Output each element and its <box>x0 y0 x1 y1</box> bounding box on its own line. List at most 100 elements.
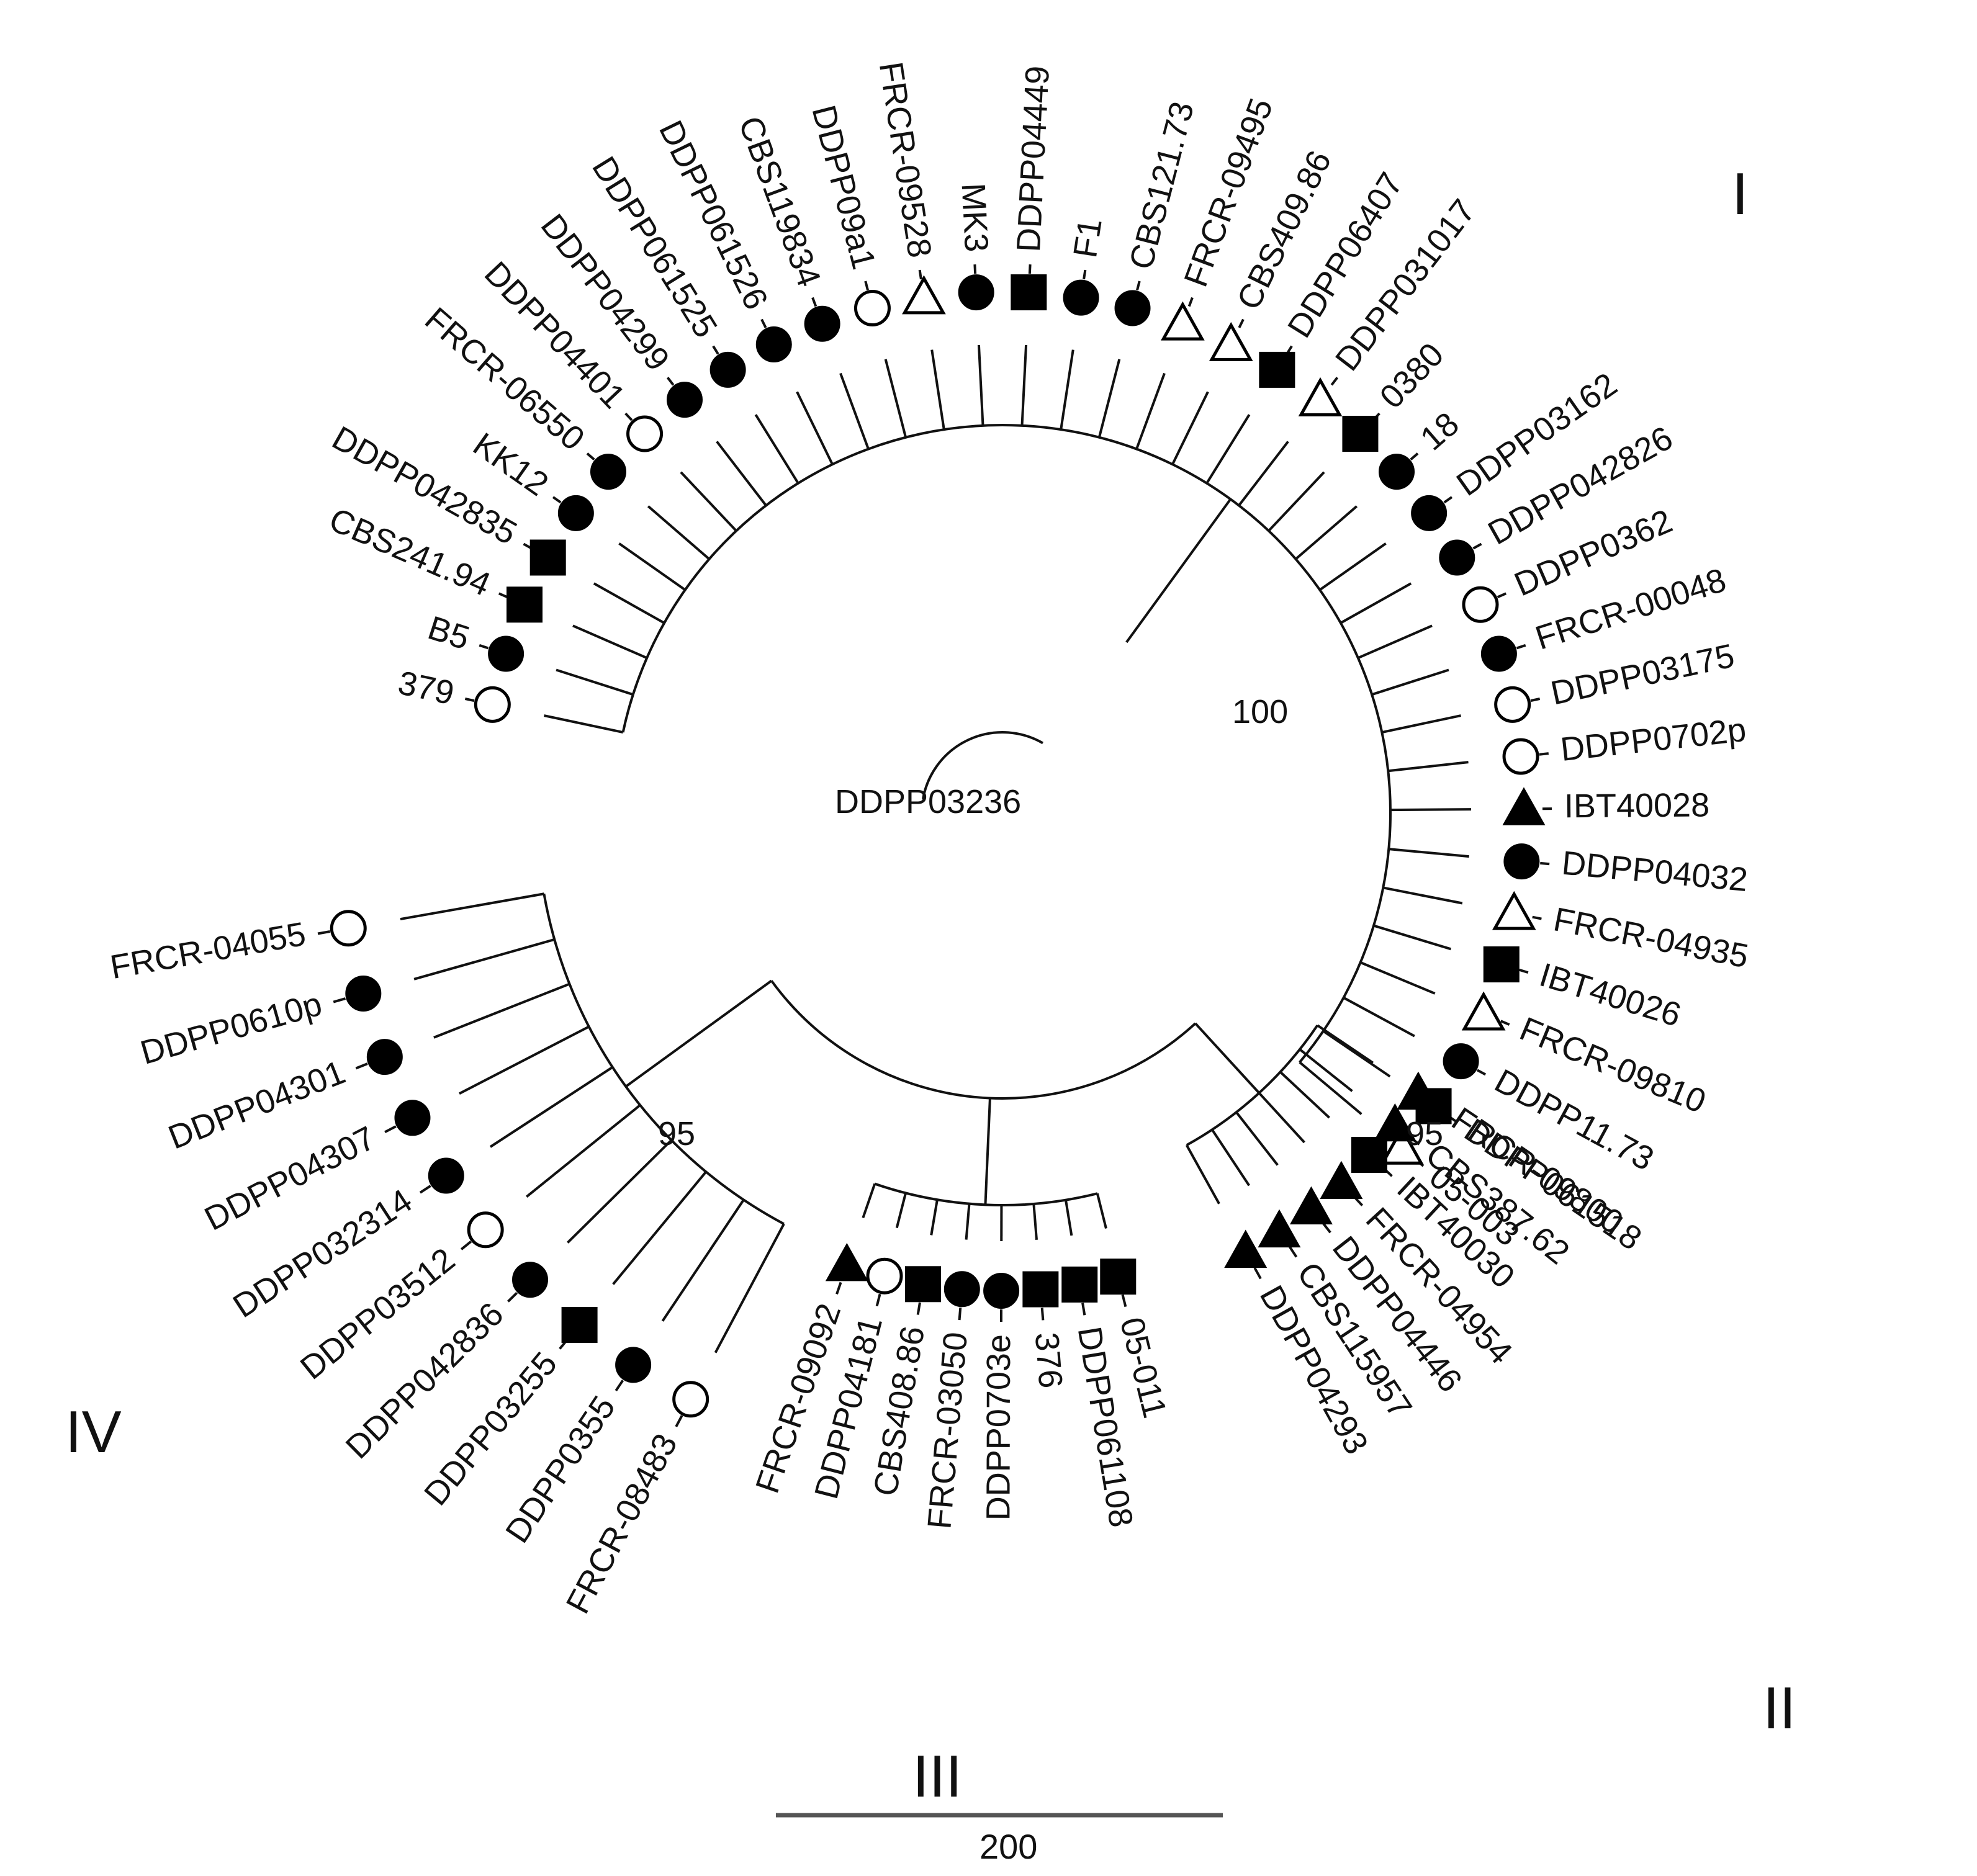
filled-square-marker <box>506 586 543 623</box>
open-triangle-marker <box>1209 321 1253 361</box>
filled-square-marker <box>904 1266 941 1303</box>
terminal-branch <box>1065 1200 1073 1236</box>
terminal-branch <box>544 714 624 734</box>
filled-circle-marker <box>428 1157 464 1194</box>
leader-line <box>1516 644 1526 650</box>
leader-line <box>1136 281 1141 290</box>
open-circle-marker <box>1494 686 1531 723</box>
leader-line <box>1081 1303 1086 1316</box>
leader-line <box>1540 861 1550 866</box>
open-circle-marker <box>330 910 367 947</box>
leader-line <box>1330 377 1339 386</box>
terminal-branch <box>1258 1092 1305 1144</box>
terminal-branch <box>1238 441 1289 506</box>
taxon-label: B5 <box>423 609 474 657</box>
filled-triangle-marker <box>1258 1209 1301 1248</box>
leader-line <box>1288 1245 1298 1258</box>
filled-circle-marker <box>983 1272 1020 1309</box>
terminal-branch <box>459 1025 590 1095</box>
filled-circle-marker <box>804 305 840 342</box>
terminal-branch <box>1060 349 1074 430</box>
internal-branch-III <box>984 1098 991 1205</box>
leader-line <box>384 1125 397 1134</box>
terminal-branch <box>1205 414 1251 484</box>
filled-triangle-marker <box>1373 1103 1416 1142</box>
taxon-label: DDPP0610p <box>137 985 326 1072</box>
open-circle-marker <box>467 1211 504 1249</box>
terminal-branch <box>661 1199 745 1322</box>
bootstrap-label-clade-I: 100 <box>1232 693 1288 730</box>
filled-circle-marker <box>512 1262 549 1298</box>
clade-label-II: II <box>1763 1675 1796 1741</box>
leader-line <box>552 496 562 504</box>
leader-line <box>419 1185 431 1194</box>
filled-circle-marker <box>1411 495 1448 531</box>
terminal-branch <box>714 1223 785 1353</box>
leader-line <box>498 592 508 599</box>
leader-line <box>1472 542 1482 550</box>
terminal-branch <box>1032 1203 1038 1240</box>
terminal-branch <box>1359 961 1436 995</box>
leader-line <box>760 318 767 328</box>
filled-circle-marker <box>709 351 746 388</box>
filled-square-marker <box>1061 1266 1098 1303</box>
taxon-label: DDPP0702p <box>1559 711 1748 768</box>
filled-circle-marker <box>557 495 594 531</box>
leader-line <box>875 1293 881 1307</box>
filled-circle-marker <box>1063 279 1099 316</box>
terminal-branch <box>1135 372 1166 450</box>
terminal-branch <box>612 1170 707 1285</box>
terminal-branch <box>1020 344 1028 426</box>
taxon-label: FRCR-09528 <box>872 60 939 261</box>
taxon-label: F1 <box>1066 216 1109 260</box>
taxon-label: DDPP03175 <box>1547 637 1737 712</box>
filled-square-marker <box>561 1306 598 1343</box>
leader-line <box>1121 1294 1127 1308</box>
terminal-branch <box>593 582 665 624</box>
terminal-branch <box>1371 668 1449 696</box>
terminal-branch <box>754 414 799 484</box>
clade-label-I: I <box>1732 161 1749 227</box>
leader-line <box>811 297 817 307</box>
filled-triangle-marker <box>1397 1071 1440 1110</box>
open-circle-marker <box>866 1257 903 1295</box>
filled-triangle-marker <box>825 1242 868 1281</box>
taxon-label: 05-011 <box>1113 1314 1174 1422</box>
filled-circle-marker <box>590 454 626 490</box>
filled-circle-marker <box>755 326 792 363</box>
filled-circle-marker <box>958 274 994 311</box>
scale-bar-label: 200 <box>979 1827 1037 1866</box>
root-branch-I <box>1125 498 1232 644</box>
taxon-label: MK3 <box>955 182 996 253</box>
taxon-label: FRCR-03050 <box>921 1331 975 1530</box>
terminal-branch <box>1268 471 1325 532</box>
leader-line <box>1443 496 1453 504</box>
filled-triangle-marker <box>1224 1229 1268 1268</box>
leader-line <box>1187 297 1194 307</box>
open-circle-marker <box>1462 586 1499 623</box>
open-circle-marker <box>474 686 511 723</box>
terminal-branch <box>1279 1070 1330 1119</box>
terminal-branch <box>1382 886 1463 905</box>
internal-branch-II <box>1194 1022 1260 1094</box>
terminal-branch <box>1171 391 1209 465</box>
bootstrap-label-clade-II: 95 <box>1406 1115 1443 1152</box>
leader-line <box>1518 968 1529 974</box>
leader-line <box>835 1281 842 1295</box>
filled-circle-marker <box>345 975 382 1012</box>
terminal-branch <box>1358 624 1433 660</box>
terminal-branch <box>618 542 686 591</box>
leader-line <box>464 698 475 702</box>
terminal-branch <box>1295 505 1358 560</box>
terminal-branch <box>839 372 870 450</box>
taxon-label: 379 <box>395 664 457 712</box>
terminal-branch <box>796 391 834 465</box>
taxon-label: DDPP04032 <box>1560 845 1749 899</box>
filled-circle-marker <box>1114 290 1151 326</box>
leader-line <box>1253 1267 1262 1280</box>
open-triangle-marker <box>1461 991 1506 1031</box>
bootstrap-label-clade-IV: 95 <box>658 1115 695 1152</box>
open-circle-marker <box>853 290 891 327</box>
taxon-label: FRCR-04935 <box>1551 900 1752 975</box>
filled-circle-marker <box>366 1039 403 1075</box>
